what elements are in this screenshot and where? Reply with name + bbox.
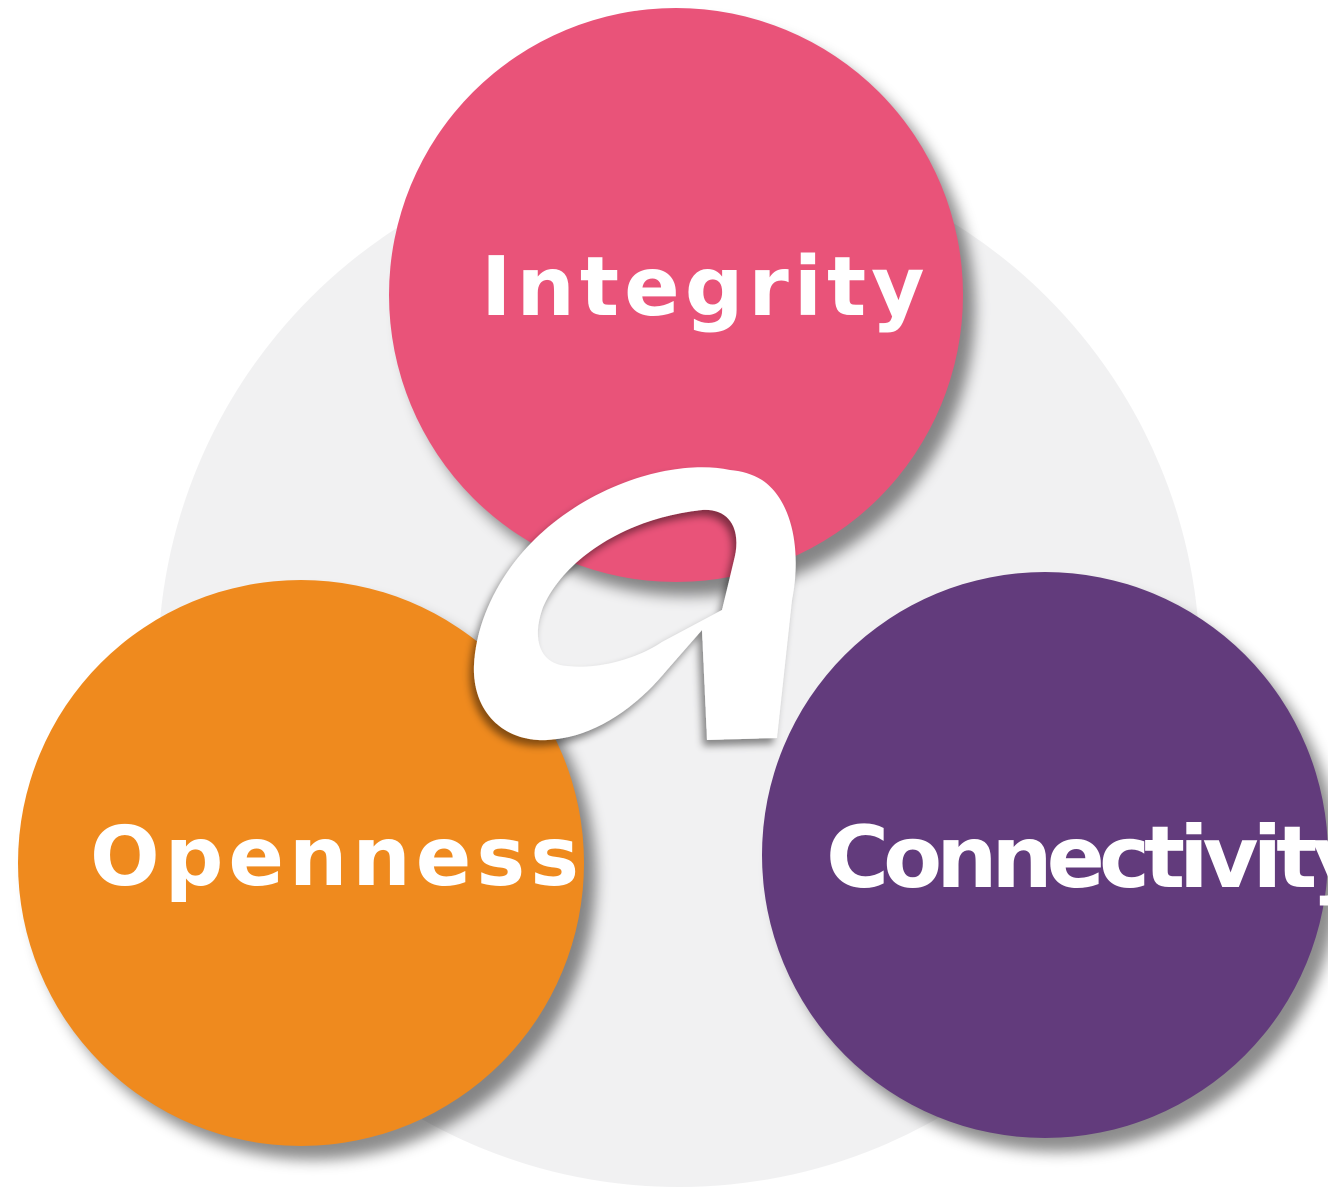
integrity-label: Integrity [481,240,930,335]
openness-label: Openness [90,810,585,905]
stylized-a-logo-icon [473,467,796,741]
connectivity-circle: Connectivity [762,572,1328,1138]
connectivity-label: Connectivity [826,808,1328,908]
values-diagram: Integrity Openness Connectivity [18,8,1328,1187]
